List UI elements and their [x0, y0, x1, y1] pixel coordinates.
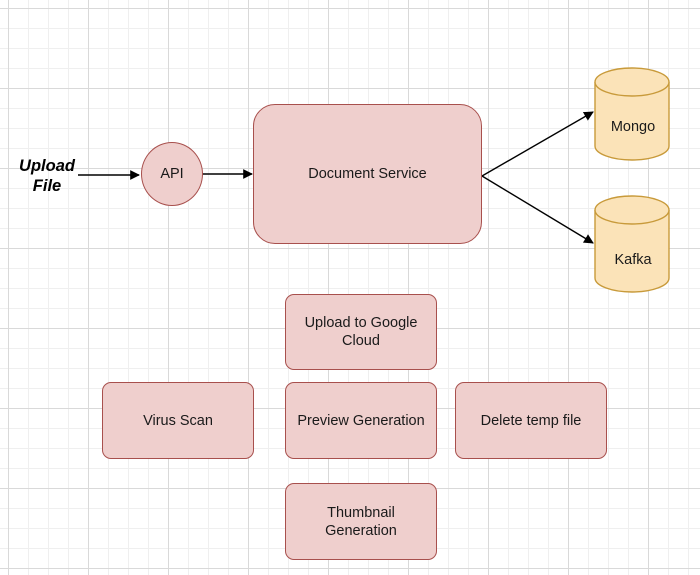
arrow-document-service-to-kafka — [481, 175, 594, 244]
upload-to-google-cloud-node[interactable]: Upload to Google Cloud — [285, 294, 437, 370]
mongo-label: Mongo — [610, 119, 656, 135]
api-node[interactable]: API — [141, 142, 203, 206]
kafka-label: Kafka — [614, 252, 652, 268]
virus-scan-node[interactable]: Virus Scan — [102, 382, 254, 459]
document-service-label: Document Service — [308, 166, 427, 182]
preview-generation-label: Preview Generation — [297, 412, 425, 429]
preview-generation-node[interactable]: Preview Generation — [285, 382, 437, 459]
thumbnail-generation-node[interactable]: Thumbnail Generation — [285, 483, 437, 560]
kafka-database-icon — [594, 195, 670, 293]
mongo-database-icon — [594, 67, 670, 161]
upload-to-google-cloud-label: Upload to Google Cloud — [304, 315, 418, 349]
arrow-document-service-to-mongo — [481, 111, 594, 177]
delete-temp-file-label: Delete temp file — [480, 412, 582, 429]
api-label: API — [160, 166, 184, 182]
delete-temp-file-node[interactable]: Delete temp file — [455, 382, 607, 459]
document-service-node[interactable]: Document Service — [253, 104, 482, 244]
thumbnail-generation-label: Thumbnail Generation — [325, 504, 397, 539]
virus-scan-label: Virus Scan — [143, 412, 213, 429]
upload-file-label: Upload File — [19, 157, 75, 195]
